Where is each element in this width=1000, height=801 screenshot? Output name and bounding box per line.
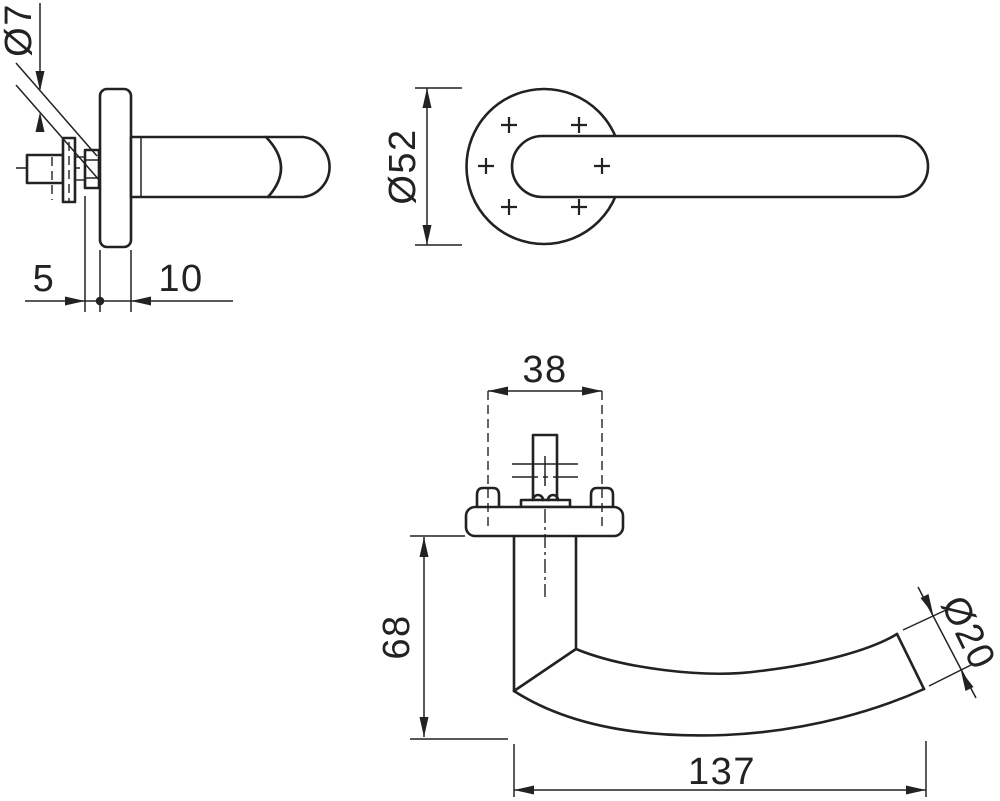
dim10-arrow-left <box>131 296 151 306</box>
dim7-arrow-up <box>35 112 45 132</box>
cross-top-left <box>501 117 517 133</box>
dim52-label: Ø52 <box>382 128 424 204</box>
dim-rose-diameter: Ø52 <box>382 87 462 246</box>
dim-grip-diameter: Ø20 <box>902 586 1000 699</box>
dim38-arrow-right <box>582 386 602 396</box>
dim5-label: 5 <box>33 258 56 300</box>
handle-bend-silhouette <box>264 135 283 199</box>
dim20-ext-bottom <box>928 664 972 687</box>
handle-front <box>510 134 930 199</box>
dim-hole-spacing: 38 <box>487 349 603 530</box>
dim137-arrow-right <box>906 785 926 795</box>
cross-top-right <box>571 117 587 133</box>
grip-inner-contour <box>574 632 899 675</box>
screw-position-marks <box>478 117 610 215</box>
dim52-arrow-up <box>422 88 432 108</box>
dim20-arrow-bottom <box>961 671 974 691</box>
cross-mid-right <box>594 158 610 174</box>
dim10-label: 10 <box>158 258 203 300</box>
view-side: Ø7 5 10 <box>0 3 331 312</box>
dim137-arrow-left <box>514 785 534 795</box>
dim-projection: 68 <box>376 535 508 740</box>
dim38-arrow-left <box>488 386 508 396</box>
bend-crease <box>512 647 578 693</box>
plate-bump-right <box>546 493 560 502</box>
dim-chain-dot <box>95 296 105 306</box>
rose-edge <box>98 87 133 249</box>
cross-mid-left <box>478 158 494 174</box>
dim-lever-length: 137 <box>513 741 927 797</box>
dim7-ext-a <box>15 62 98 157</box>
plate-bump-left <box>531 493 545 502</box>
dim20-ext-top <box>902 609 947 631</box>
dim7-label: Ø7 <box>0 3 40 57</box>
view-front: Ø52 <box>382 87 930 246</box>
grip-outer-contour <box>512 687 926 737</box>
grip-end-face <box>895 632 926 691</box>
dim5-arrow-right <box>65 296 85 306</box>
dim52-arrow-down <box>422 225 432 245</box>
dim-screw-diameter: Ø7 <box>0 3 101 182</box>
cross-bottom-right <box>571 199 587 215</box>
dim137-label: 137 <box>688 751 756 793</box>
dim-offset-and-thickness: 5 10 <box>25 196 233 312</box>
dim68-arrow-down <box>419 717 429 737</box>
dim20-arrow-top <box>920 594 933 614</box>
dim68-label: 68 <box>376 614 418 659</box>
dim68-arrow-up <box>419 537 429 557</box>
dim7-ext-b <box>15 84 101 182</box>
cross-bottom-left <box>501 199 517 215</box>
dim38-label: 38 <box>522 349 567 391</box>
handle-side-outline <box>129 135 331 199</box>
view-plan: 38 68 Ø20 137 <box>376 349 1000 797</box>
spindle-end <box>25 153 65 185</box>
dim7-arrow-down <box>35 71 45 91</box>
